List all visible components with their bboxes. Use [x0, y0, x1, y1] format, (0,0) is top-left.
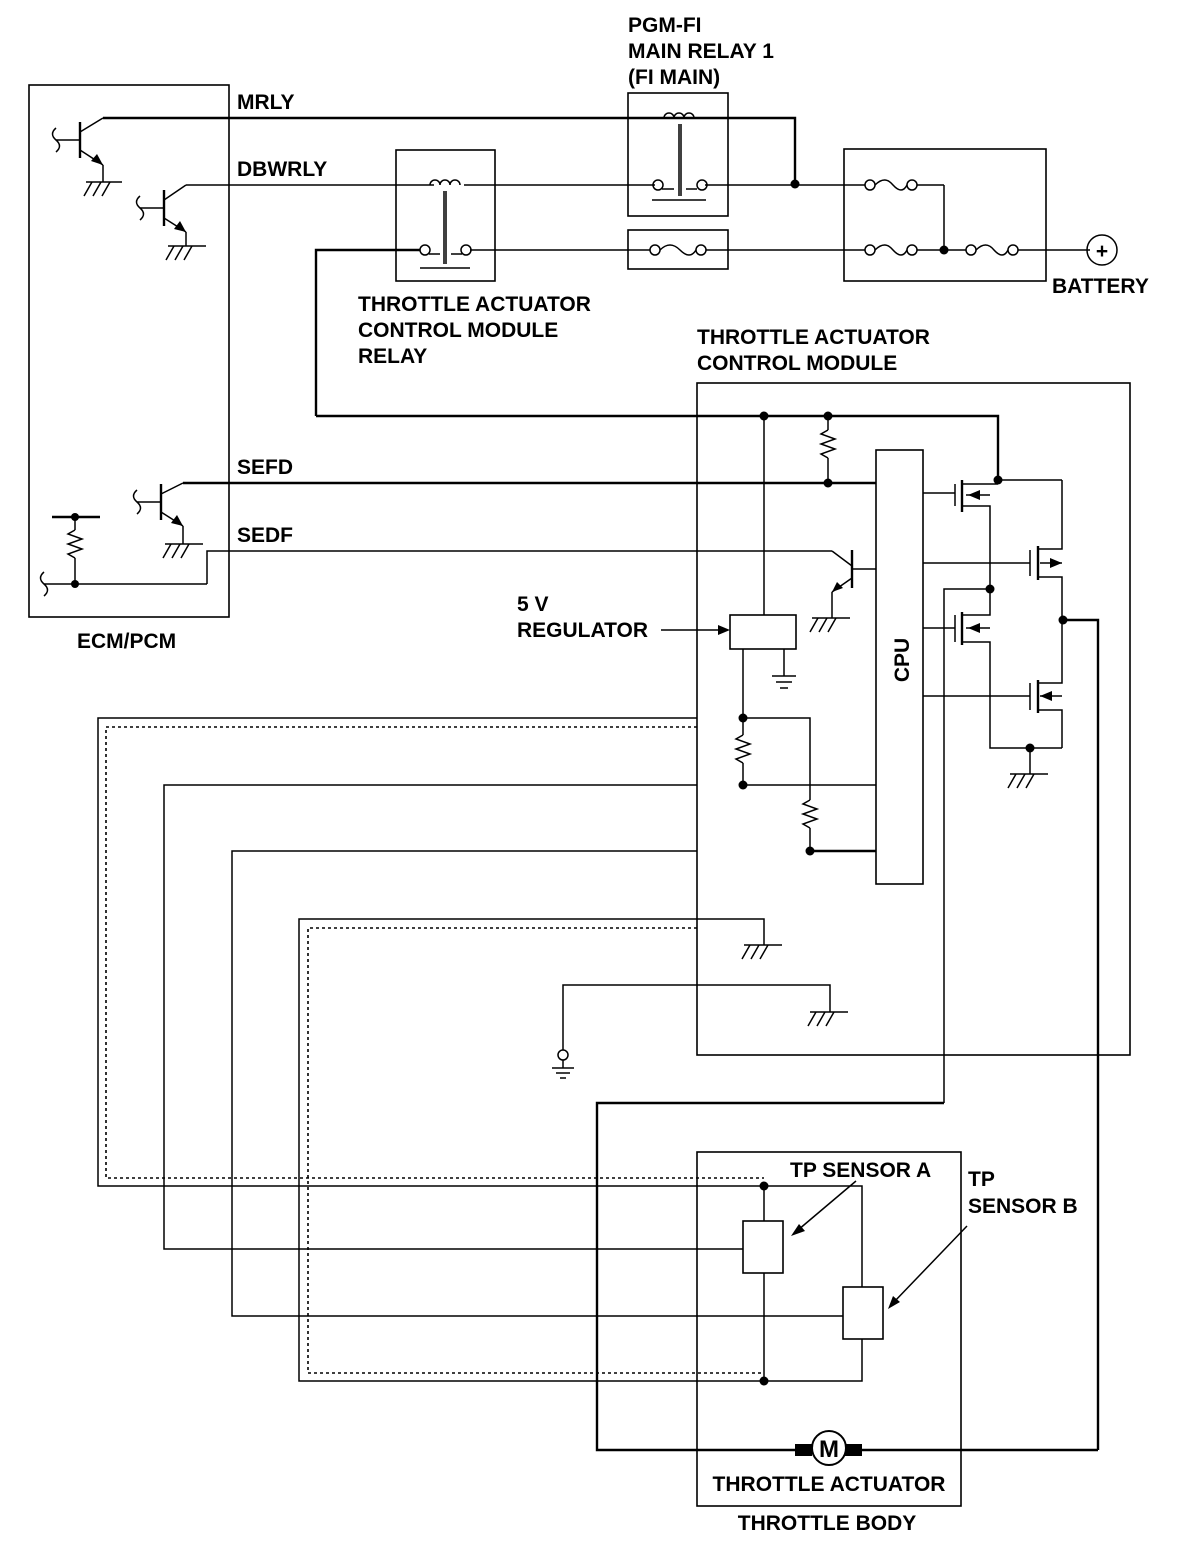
throttle-body-label: THROTTLE BODY — [738, 1512, 917, 1535]
tac-module-box — [696, 382, 1131, 1056]
throttle-body-box: M — [696, 1151, 968, 1507]
tp-sensor-b — [842, 1286, 884, 1340]
battery-terminal-icon: + — [1086, 234, 1118, 266]
tp-sensor-a-label: TP SENSOR A — [790, 1159, 931, 1182]
sefd-label: SEFD — [237, 456, 293, 479]
fuse-box — [843, 148, 1047, 282]
tac-module-internals: CPU — [183, 411, 1100, 1450]
labels: PGM-FI MAIN RELAY 1 (FI MAIN) MRLY DBWRL… — [77, 14, 1149, 1535]
motor-symbol: M — [819, 1436, 839, 1463]
fi-main-relay — [627, 92, 729, 217]
ecm-pcm-box — [28, 84, 230, 618]
dbwrly-label: DBWRLY — [237, 158, 327, 181]
tp-sensor-b-label-2: SENSOR B — [968, 1195, 1078, 1218]
inline-fuse — [627, 229, 729, 270]
mrly-label: MRLY — [237, 91, 295, 114]
tac-relay-label-3: RELAY — [358, 345, 427, 368]
tac-module-label-2: CONTROL MODULE — [697, 352, 897, 375]
svg-text:+: + — [1096, 240, 1108, 263]
tac-module-label-1: THROTTLE ACTUATOR — [697, 326, 930, 349]
tp-sensor-a — [742, 1220, 784, 1274]
motor-icon — [811, 1430, 847, 1466]
sedf-label: SEDF — [237, 524, 293, 547]
ecm-label: ECM/PCM — [77, 630, 176, 653]
fi-relay-label-2: MAIN RELAY 1 — [628, 40, 774, 63]
tac-relay-label-2: CONTROL MODULE — [358, 319, 558, 342]
sensor-harness — [97, 717, 1098, 1452]
tac-relay-label-1: THROTTLE ACTUATOR — [358, 293, 591, 316]
tp-sensor-b-label-1: TP — [968, 1168, 995, 1191]
fi-relay-label-3: (FI MAIN) — [628, 66, 720, 89]
cpu-label: CPU — [891, 638, 914, 682]
battery-label: BATTERY — [1052, 275, 1149, 298]
regulator-label-2: REGULATOR — [517, 619, 648, 642]
fi-relay-label-1: PGM-FI — [628, 14, 702, 37]
throttle-actuator-label: THROTTLE ACTUATOR — [713, 1473, 946, 1496]
power-wiring — [103, 116, 1090, 416]
tac-relay — [395, 149, 496, 282]
regulator-label-1: 5 V — [517, 593, 549, 616]
